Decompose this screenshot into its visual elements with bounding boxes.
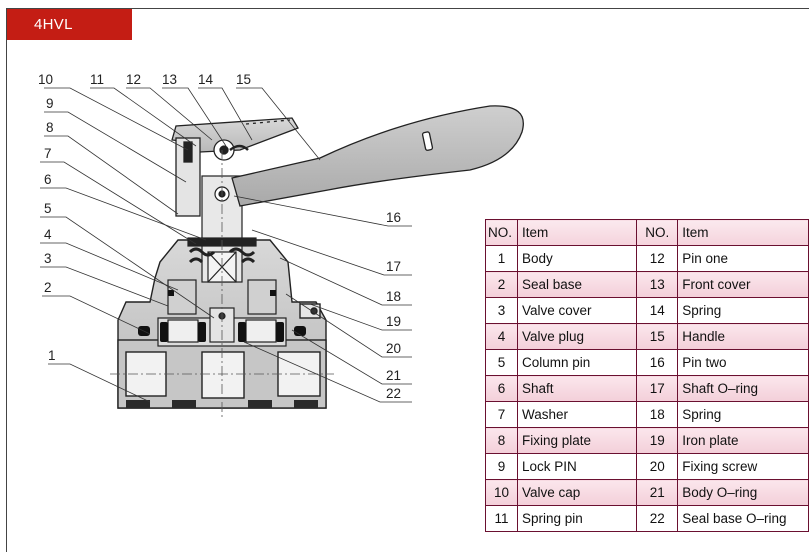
callout-15: 15 <box>236 72 251 87</box>
model-title: 4HVL <box>7 9 132 40</box>
part-name: Front cover <box>677 271 809 298</box>
part-number: 11 <box>485 505 518 532</box>
part-number: 12 <box>636 245 679 272</box>
part-number: 16 <box>636 349 679 376</box>
part-name: Shaft <box>516 375 638 402</box>
part-name: Fixing screw <box>677 453 809 480</box>
callout-5: 5 <box>44 201 52 216</box>
part-number: 21 <box>636 479 679 506</box>
part-name: Washer <box>516 401 638 428</box>
callout-22: 22 <box>386 386 401 401</box>
callout-numbers: 1 2 3 4 5 6 7 8 9 10 11 12 13 14 15 16 1… <box>38 72 401 401</box>
callout-3: 3 <box>44 251 52 266</box>
part-name: Spring <box>677 401 809 428</box>
part-number: 7 <box>485 401 518 428</box>
callout-11: 11 <box>90 72 104 87</box>
part-name: Iron plate <box>677 427 809 454</box>
part-name: Valve plug <box>516 323 638 350</box>
part-name: Spring pin <box>516 505 638 532</box>
part-name: Valve cover <box>516 297 638 324</box>
part-name: Fixing plate <box>516 427 638 454</box>
callout-4: 4 <box>44 227 52 242</box>
callout-9: 9 <box>46 96 54 111</box>
header-item-left: Item <box>516 219 638 246</box>
callout-21: 21 <box>386 368 401 383</box>
part-name: Spring <box>677 297 809 324</box>
part-name: Valve cap <box>516 479 638 506</box>
callout-20: 20 <box>386 341 401 356</box>
part-name: Pin one <box>677 245 809 272</box>
part-number: 1 <box>485 245 518 272</box>
part-name: Seal base <box>516 271 638 298</box>
part-number: 18 <box>636 401 679 428</box>
part-number: 2 <box>485 271 518 298</box>
part-name: Handle <box>677 323 809 350</box>
callout-16: 16 <box>386 210 401 225</box>
callout-7: 7 <box>44 146 52 161</box>
callout-leaders <box>40 87 412 403</box>
callout-2: 2 <box>44 280 52 295</box>
header-item-right: Item <box>677 219 809 246</box>
part-name: Shaft O–ring <box>677 375 809 402</box>
part-number: 20 <box>636 453 679 480</box>
page-frame <box>6 8 809 552</box>
callout-12: 12 <box>126 72 141 87</box>
o-rings <box>138 290 306 342</box>
callout-19: 19 <box>386 314 401 329</box>
part-name: Seal base O–ring <box>677 505 809 532</box>
part-name: Body O–ring <box>677 479 809 506</box>
part-name: Pin two <box>677 349 809 376</box>
part-number: 13 <box>636 271 679 298</box>
header-no-left: NO. <box>485 219 518 246</box>
part-number: 17 <box>636 375 679 402</box>
part-name: Column pin <box>516 349 638 376</box>
part-name: Lock PIN <box>516 453 638 480</box>
callout-17: 17 <box>386 259 401 274</box>
callout-13: 13 <box>162 72 177 87</box>
part-number: 4 <box>485 323 518 350</box>
callout-1: 1 <box>48 348 56 363</box>
header-no-right: NO. <box>636 219 679 246</box>
part-number: 6 <box>485 375 518 402</box>
callout-10: 10 <box>38 72 53 87</box>
part-number: 10 <box>485 479 518 506</box>
part-number: 3 <box>485 297 518 324</box>
parts-table-header: NO. Item NO. Item <box>485 219 809 246</box>
part-number: 22 <box>636 505 679 532</box>
part-number: 19 <box>636 427 679 454</box>
callout-6: 6 <box>44 172 52 187</box>
part-number: 14 <box>636 297 679 324</box>
part-number: 15 <box>636 323 679 350</box>
callout-18: 18 <box>386 289 401 304</box>
part-number: 9 <box>485 453 518 480</box>
front-cover-lever <box>171 117 299 217</box>
part-number: 5 <box>485 349 518 376</box>
callout-8: 8 <box>46 120 54 135</box>
callout-14: 14 <box>198 72 214 87</box>
handle <box>231 105 524 207</box>
part-name: Body <box>516 245 638 272</box>
part-number: 8 <box>485 427 518 454</box>
